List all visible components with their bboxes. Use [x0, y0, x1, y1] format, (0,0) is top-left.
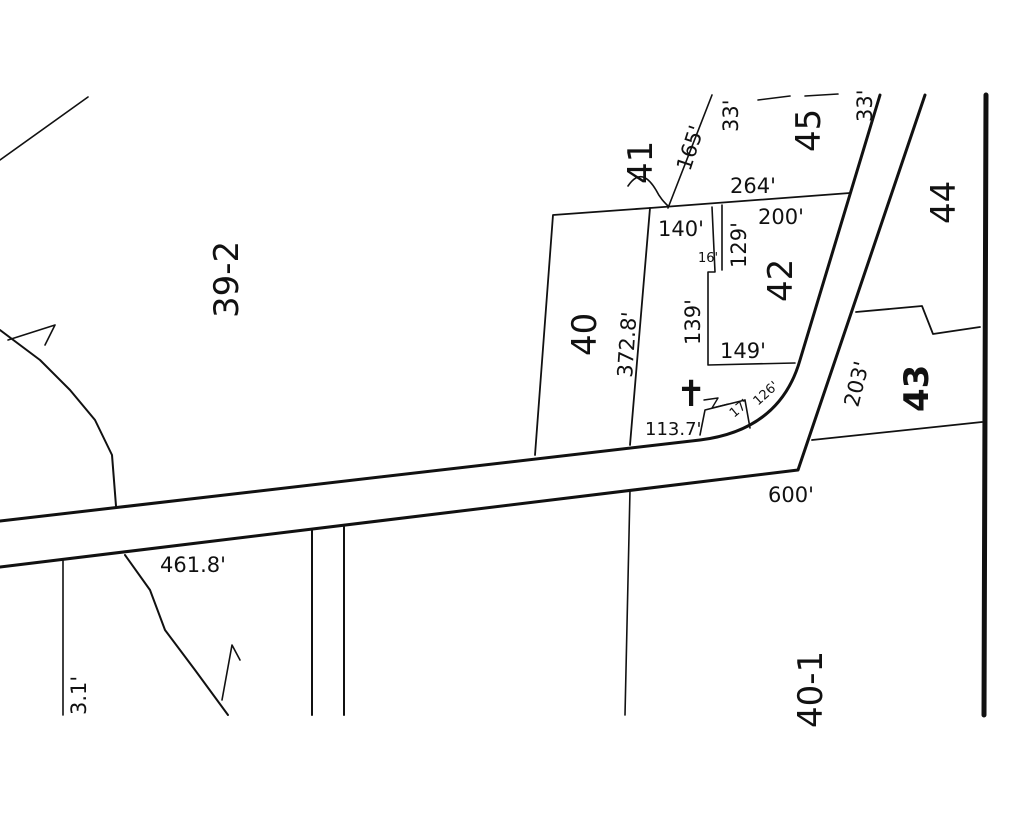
stream-tick-lower	[221, 644, 241, 701]
parcel-45-west-line	[667, 94, 713, 209]
dim-461-8: 461.8'	[160, 553, 226, 577]
road-edge-south	[0, 93, 927, 569]
boundary-line-40-1	[624, 489, 631, 716]
stream-line	[0, 329, 117, 507]
dim-140: 140'	[658, 217, 704, 241]
parcel-45-tick2	[804, 93, 839, 97]
cross-leader-line	[703, 397, 729, 409]
parcel-label-40-1: 40-1	[791, 651, 831, 728]
boundary-line-nw	[0, 96, 89, 161]
parcel-label-39-2: 39-2	[207, 241, 247, 318]
road-edge-north	[0, 93, 882, 523]
dim-203: 203'	[840, 359, 874, 409]
dim-149: 149'	[720, 339, 766, 363]
parcel-label-45: 45	[789, 109, 829, 152]
dim-33-a: 33'	[719, 100, 743, 133]
dim-113-7: 113.7'	[645, 419, 701, 440]
dim-200: 200'	[758, 205, 804, 229]
parcel-label-41: 41	[621, 141, 661, 184]
dim-33-b: 33'	[853, 90, 877, 123]
dim-129: 129'	[727, 222, 751, 268]
parcel-label-42: 42	[761, 259, 801, 302]
parcel-label-43: 43	[897, 365, 937, 412]
parcel-40-boundary	[534, 207, 651, 456]
dim-16: 16'	[698, 251, 718, 266]
dim-139: 139'	[681, 299, 705, 345]
parcel-43-44-boundary	[855, 305, 981, 335]
stream-tick-upper	[7, 324, 56, 346]
parcel-42-boundary	[707, 206, 796, 366]
parcel-label-40: 40	[565, 313, 605, 356]
parcel-label-44: 44	[924, 181, 964, 224]
map-border-right	[981, 92, 989, 718]
parcel-40-east-line	[629, 207, 651, 446]
dim-600: 600'	[768, 483, 814, 507]
dim-372-8: 372.8'	[613, 311, 642, 378]
dim-3-1: 3.1'	[67, 676, 91, 715]
dim-165: 165'	[672, 123, 709, 174]
parcel-41-pointer	[627, 175, 669, 207]
parcel-41-north-line	[649, 192, 851, 209]
cemetery-cross-symbol: ✝	[676, 374, 706, 415]
dim-264: 264'	[730, 174, 776, 198]
parcel-45-tick	[757, 95, 791, 101]
stream-line-lower	[124, 554, 229, 716]
parcel-43-south-line	[811, 421, 983, 441]
